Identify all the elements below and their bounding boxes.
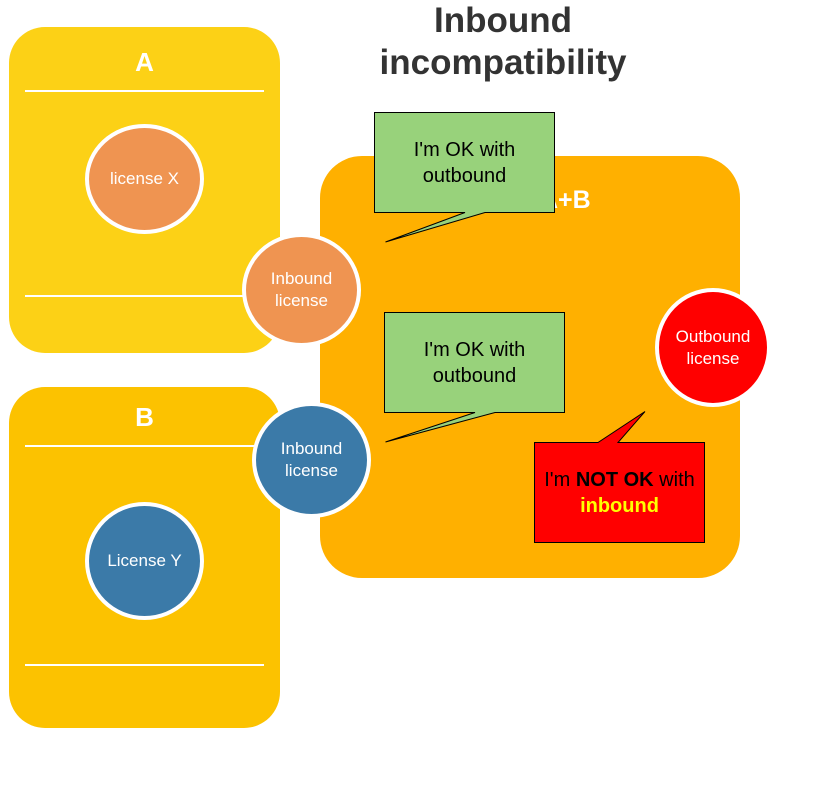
card-a: A — [9, 27, 280, 353]
bubble-alert-highlight: inbound — [580, 494, 659, 517]
license-x-label: license X — [110, 169, 179, 188]
bubble-alert-shape — [534, 411, 705, 543]
bubble-alert-strong: NOT OK — [575, 468, 654, 491]
inbound-a-line-1: Inbound — [270, 269, 333, 288]
bubble-top-line-2: outbound — [422, 164, 507, 187]
bubble-middle: I'm OK with outbound — [385, 313, 564, 412]
bubble-top: I'm OK with outbound — [375, 113, 554, 212]
bubble-middle-line-1: I'm OK with — [423, 338, 526, 361]
card-b-top-divider — [25, 445, 264, 447]
card-a-top-divider — [25, 90, 264, 92]
license-x-circle: license X — [85, 124, 204, 234]
inbound-b-line-1: Inbound — [280, 439, 343, 458]
inbound-a-line-2: license — [275, 291, 328, 310]
bubble-alert-post: with — [653, 468, 695, 491]
outbound-license-circle: Outbound license — [655, 288, 771, 407]
bubble-alert: I'm NOT OK with inbound — [535, 443, 704, 542]
inbound-license-a-circle: Inbound license — [242, 233, 361, 347]
bubble-alert-pre: I'm — [544, 468, 576, 491]
card-b-title: B — [135, 402, 154, 432]
diagram-title: Inbound incompatibility — [340, 0, 666, 84]
card-a-title: A — [135, 47, 154, 77]
bubble-top-line-1: I'm OK with — [413, 138, 516, 161]
outbound-line-1: Outbound — [675, 326, 751, 346]
inbound-b-line-2: license — [285, 461, 338, 480]
bubble-top-shape — [374, 112, 555, 243]
license-y-circle: License Y — [85, 502, 204, 620]
license-y-label: License Y — [107, 551, 182, 570]
card-b-bottom-divider — [25, 664, 264, 666]
outbound-line-2: license — [686, 348, 740, 368]
title-line-1: Inbound — [433, 1, 572, 40]
title-line-2: incompatibility — [379, 43, 627, 82]
inbound-license-b-circle: Inbound license — [252, 402, 371, 518]
bubble-middle-line-2: outbound — [432, 364, 517, 387]
bubble-middle-shape — [384, 312, 565, 443]
card-a-bottom-divider — [25, 295, 264, 297]
